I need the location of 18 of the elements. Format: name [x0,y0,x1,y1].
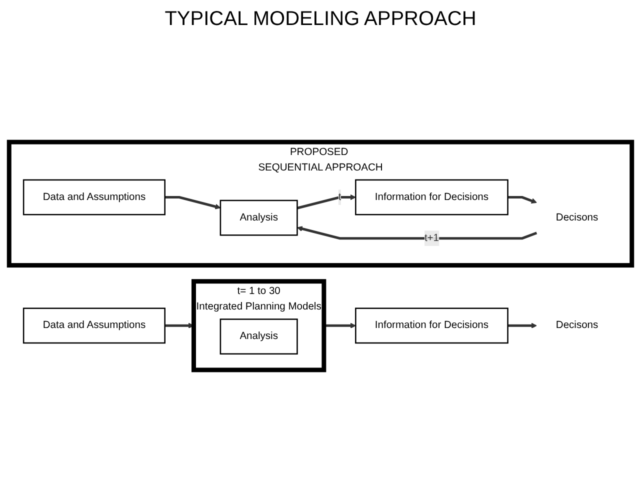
node-box: Analysis [220,200,298,236]
arrow [164,196,221,210]
node-text: Decisons [556,320,598,331]
arrow [324,322,356,328]
node-text: Decisons [556,212,598,223]
node-box: Information for Decisions [355,308,508,344]
edge-label: t [338,191,342,202]
node-box: Information for Decisions [355,179,508,216]
node-box: Analysis [220,318,298,355]
node-box: Data and Assumptions [22,179,166,216]
arrow [296,194,356,210]
arrow [296,226,538,240]
node-box: Data and Assumptions [22,308,166,344]
arrow [508,322,537,328]
edge-label: t+1 [424,232,439,244]
diagram-title: TYPICAL MODELING APPROACH [164,8,476,31]
arrow [508,196,537,204]
arrow [164,322,194,328]
